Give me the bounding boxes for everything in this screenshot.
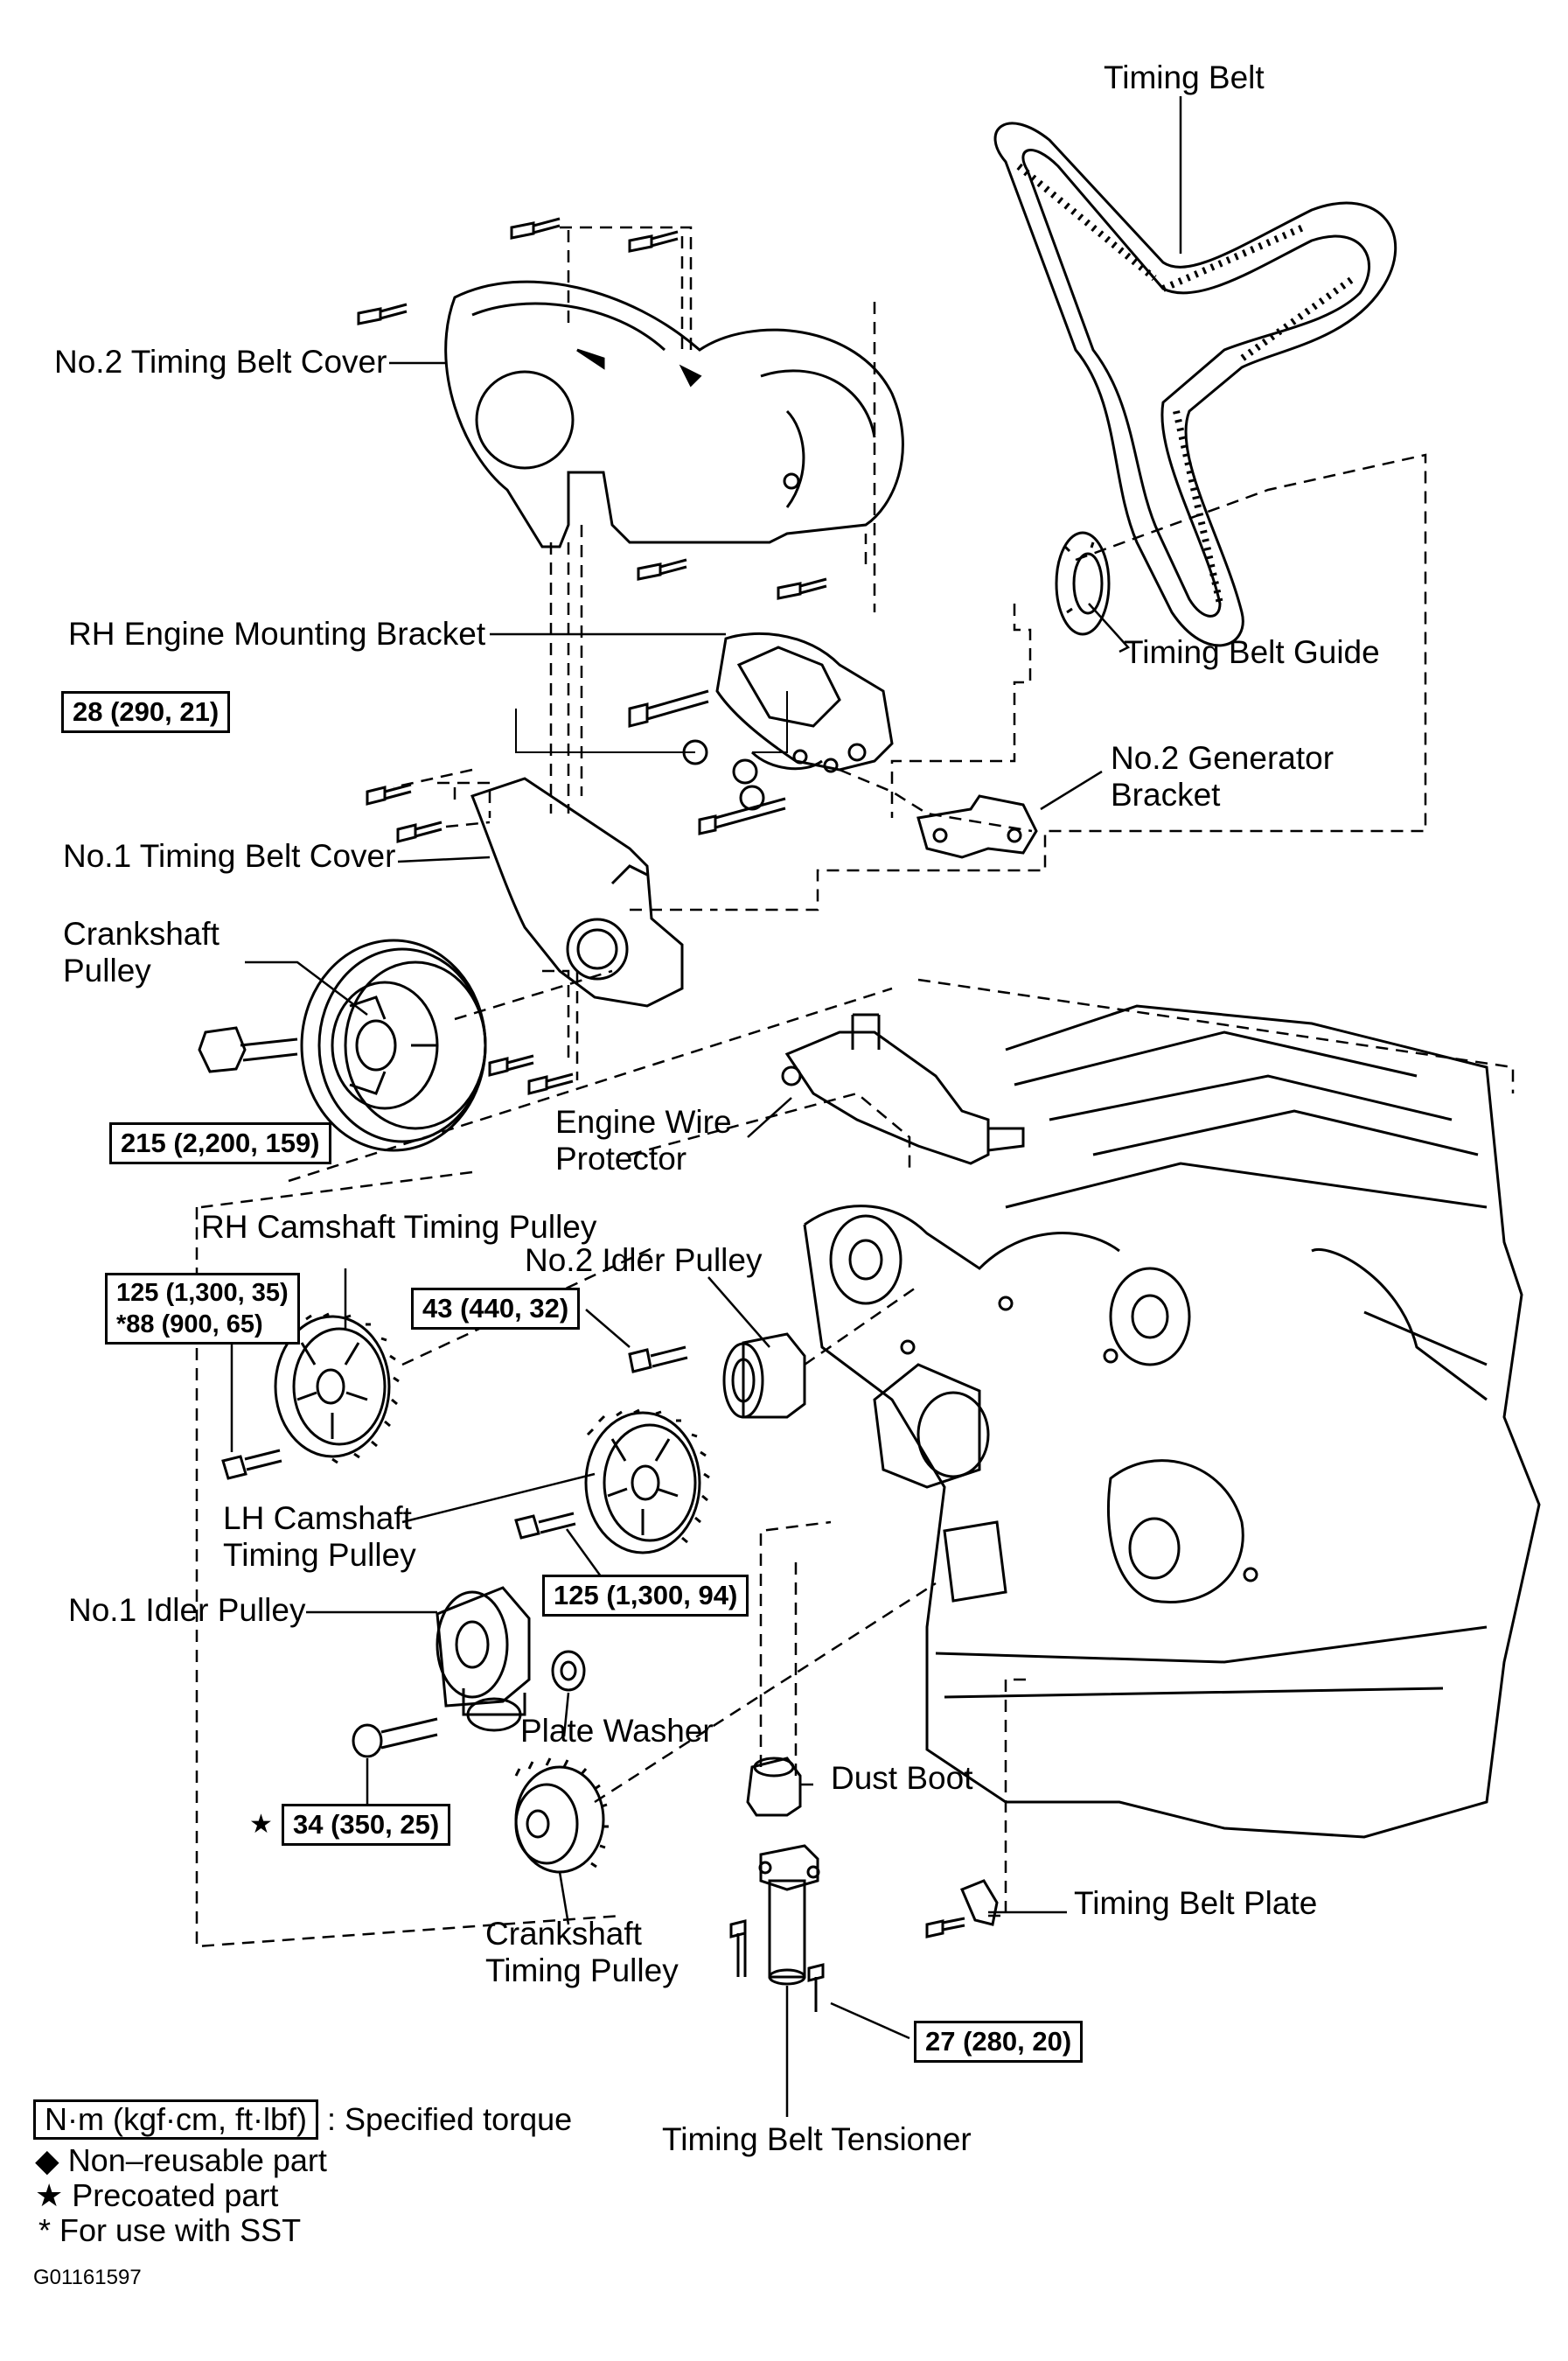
legend-sst: * For use with SST: [38, 2212, 302, 2248]
legend-unit-text: : Specified torque: [327, 2101, 573, 2137]
torque-box-34: 34 (350, 25): [282, 1804, 451, 1846]
label-timing-belt: Timing Belt: [1104, 59, 1265, 95]
bracket-bolts-drawing: [628, 689, 786, 835]
no1-idler-bolt-drawing: [352, 1717, 438, 1758]
lh-camshaft-timing-pulley-drawing: [584, 1408, 710, 1554]
torque-box-125-94: 125 (1,300, 94): [542, 1575, 749, 1617]
precoated-star-marker: ★: [249, 1810, 273, 1839]
no1-idler-pulley-drawing: [436, 1586, 531, 1732]
label-rh-camshaft-timing-pulley: RH Camshaft Timing Pulley: [201, 1209, 597, 1245]
label-crankshaft-timing-pulley-line1: Crankshaft: [485, 1916, 642, 1952]
torque-box-125-35: 125 (1,300, 35) *88 (900, 65): [105, 1273, 300, 1345]
label-engine-wire-protector-line2: Protector: [555, 1141, 687, 1177]
label-no2-idler-pulley: No.2 Idler Pulley: [525, 1242, 763, 1278]
engine-block-drawing: [803, 1004, 1541, 1839]
label-timing-belt-tensioner: Timing Belt Tensioner: [662, 2121, 972, 2157]
label-crankshaft-pulley-line2: Pulley: [63, 953, 151, 988]
torque-box-27: 27 (280, 20): [914, 2021, 1084, 2063]
crankshaft-timing-pulley-drawing: [514, 1757, 609, 1874]
rh-engine-mounting-bracket-drawing: [715, 632, 894, 773]
timing-belt-plate-drawing: [925, 1879, 999, 1938]
torque-88-65-line2: *88 (900, 65): [116, 1310, 263, 1338]
label-dust-boot: Dust Boot: [831, 1760, 973, 1796]
rh-camshaft-bolt-drawing: [221, 1449, 282, 1480]
no2-idler-pulley-drawing: [722, 1332, 806, 1419]
small-cover-bolts-drawing: [366, 783, 574, 1095]
no1-timing-belt-cover-drawing: [470, 777, 684, 1008]
label-lh-camshaft-timing-pulley-line1: LH Camshaft: [223, 1500, 412, 1536]
label-crankshaft-timing-pulley-line2: Timing Pulley: [485, 1952, 679, 1988]
label-timing-belt-plate: Timing Belt Plate: [1074, 1885, 1318, 1921]
label-no2-timing-belt-cover: No.2 Timing Belt Cover: [54, 344, 387, 380]
timing-belt-guide-drawing: [1055, 531, 1111, 636]
figure-code: G01161597: [33, 2266, 142, 2289]
torque-box-28: 28 (290, 21): [61, 691, 231, 733]
label-no1-timing-belt-cover: No.1 Timing Belt Cover: [63, 838, 396, 874]
legend-non-reusable: ◆ Non–reusable part: [35, 2142, 327, 2178]
label-no1-idler-pulley: No.1 Idler Pulley: [68, 1592, 306, 1628]
tensioner-bolts-drawing: [729, 1919, 825, 2012]
label-engine-wire-protector-line1: Engine Wire: [555, 1104, 732, 1140]
plate-washer-drawing: [551, 1650, 586, 1692]
label-lh-camshaft-timing-pulley-line2: Timing Pulley: [223, 1537, 416, 1573]
label-no2-generator-bracket-line1: No.2 Generator: [1111, 740, 1335, 776]
no2-idler-bolt-drawing: [628, 1345, 688, 1373]
cover-bolts-drawing: [357, 217, 827, 600]
crankshaft-pulley-bolt-drawing: [198, 1026, 298, 1073]
label-rh-engine-mounting-bracket: RH Engine Mounting Bracket: [68, 616, 486, 652]
lh-camshaft-bolt-drawing: [514, 1512, 576, 1540]
label-timing-belt-guide: Timing Belt Guide: [1124, 634, 1380, 670]
engine-wire-protector-drawing: [781, 1013, 1025, 1165]
no2-generator-bracket-drawing: [916, 794, 1038, 859]
legend-precoated: ★ Precoated part: [35, 2177, 279, 2213]
torque-125-35-line1: 125 (1,300, 35): [116, 1279, 289, 1307]
label-crankshaft-pulley-line1: Crankshaft: [63, 916, 220, 952]
torque-box-215: 215 (2,200, 159): [109, 1122, 331, 1164]
dust-boot-drawing: [746, 1757, 802, 1817]
legend-torque-unit: N·m (kgf·cm, ft·lbf) : Specified torque: [33, 2099, 572, 2140]
label-no2-generator-bracket-line2: Bracket: [1111, 777, 1221, 813]
legend-unit-box: N·m (kgf·cm, ft·lbf): [33, 2099, 318, 2140]
crankshaft-pulley-drawing: [300, 939, 487, 1152]
timing-belt-tensioner-drawing: [758, 1844, 820, 1986]
no2-timing-belt-cover-drawing: [444, 280, 904, 548]
timing-belt-drawing: [993, 122, 1397, 647]
torque-box-43: 43 (440, 32): [411, 1288, 581, 1330]
label-plate-washer: Plate Washer: [520, 1713, 714, 1749]
